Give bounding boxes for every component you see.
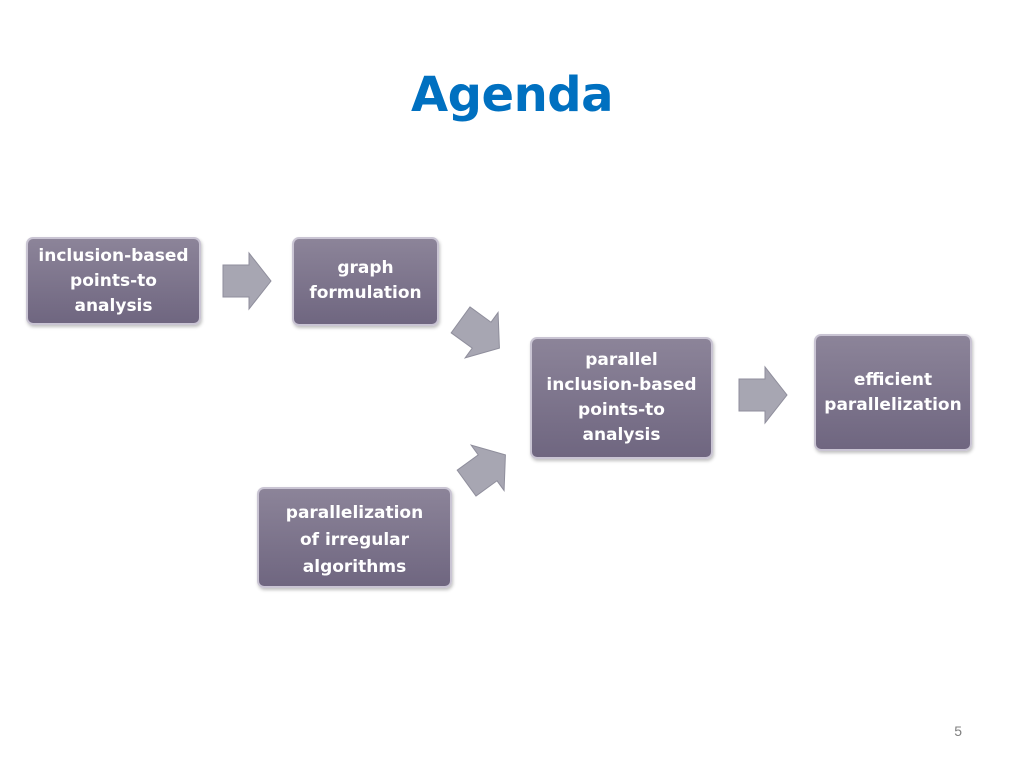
- node-inclusion-based-label: inclusion-based points-to analysis: [38, 246, 189, 316]
- node-graph-formulation: graph formulation: [292, 237, 439, 326]
- arrow-up-right-icon: [456, 444, 506, 497]
- arrow-down-right-icon: [450, 306, 500, 359]
- node-irregular-algorithms: parallelization of irregular algorithms: [257, 487, 452, 588]
- page-number: 5: [954, 723, 962, 739]
- node-efficient-parallelization-label: efficient parallelization: [824, 370, 962, 415]
- node-graph-formulation-label: graph formulation: [309, 258, 422, 303]
- arrow-right-icon: [738, 365, 788, 425]
- page-title: Agenda: [411, 67, 613, 123]
- node-parallel-inclusion-based: parallel inclusion-based points-to analy…: [530, 337, 713, 459]
- node-parallel-inclusion-based-label: parallel inclusion-based points-to analy…: [546, 350, 697, 445]
- node-irregular-algorithms-label: parallelization of irregular algorithms: [285, 503, 424, 577]
- arrow-right-icon: [222, 251, 272, 311]
- node-inclusion-based: inclusion-based points-to analysis: [26, 237, 201, 325]
- node-efficient-parallelization: efficient parallelization: [814, 334, 972, 451]
